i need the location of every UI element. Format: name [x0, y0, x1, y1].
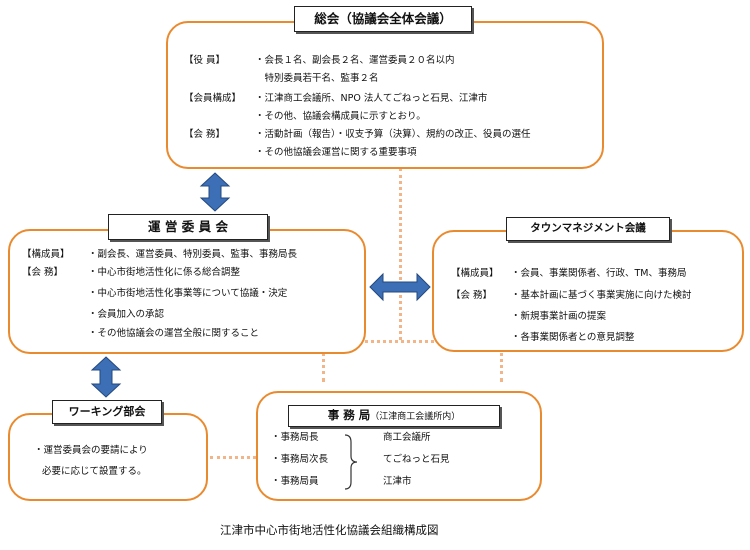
ga-text-3: ・その他、協議会構成員に示すとおり。 [255, 111, 426, 122]
tm-text-3: ・各事業関係者との意見調整 [511, 332, 635, 343]
secretariat-role-0: ・事務局長 [271, 432, 319, 443]
connector-to-steering [322, 340, 325, 382]
secretariat-org-1: てごねっと石見 [383, 454, 450, 465]
sc-label-0: 【構成員】 [22, 249, 70, 260]
secretariat-role-1: ・事務局次長 [271, 454, 329, 465]
secretariat-org-0: 商工会議所 [383, 432, 431, 443]
tm-label-0: 【構成員】 [451, 268, 499, 279]
ga-label-0: 【役 員】 [184, 55, 226, 66]
arrow-steering-tm-icon [369, 272, 431, 302]
diagram-caption: 江津市中心市街地活性化協議会組織構成図 [220, 523, 439, 537]
ga-text-4: ・活動計画（報告）・収支予算（決算）、規約の改正、役員の選任 [255, 129, 531, 140]
sc-text-2: ・中心市街地活性化事業等について協議・決定 [88, 288, 288, 299]
connector-working-to-secretariat [210, 456, 262, 459]
arrow-steering-working-icon [90, 356, 122, 398]
connector-assembly-down [399, 168, 402, 340]
connector-to-tm [500, 340, 503, 382]
working-group-box [8, 413, 208, 501]
ga-text-5: ・その他協議会運営に関する重要事項 [255, 147, 417, 158]
secretariat-brace-icon [344, 434, 358, 490]
ga-text-2: ・江津商工会議所、NPO 法人てごねっと石見、江津市 [255, 93, 488, 104]
ga-label-2: 【会員構成】 [184, 93, 242, 104]
tm-label-1: 【会 務】 [451, 290, 493, 301]
ga-text-0: ・会長１名、副会長２名、運営委員２０名以内 [255, 55, 455, 66]
secretariat-org-2: 江津市 [383, 476, 412, 487]
steering-committee-title: 運 営 委 員 会 [108, 214, 268, 240]
working-group-line1: ・運営委員会の要請により [34, 445, 148, 456]
sc-text-0: ・副会長、運営委員、特別委員、監事、事務局長 [88, 249, 298, 260]
sc-text-1: ・中心市街地活性化に係る総合調整 [88, 267, 241, 278]
steering-committee-box [8, 229, 366, 354]
tm-text-1: ・基本計画に基づく事業実施に向けた検討 [511, 290, 692, 301]
town-management-title: タウンマネジメント会議 [506, 217, 670, 241]
connector-steering-to-tm [322, 340, 502, 343]
sc-text-4: ・その他協議会の運営全般に関すること [88, 328, 260, 339]
working-group-title: ワーキング部会 [52, 400, 162, 424]
general-assembly-box [166, 21, 604, 169]
ga-label-4: 【会 務】 [184, 129, 226, 140]
arrow-assembly-steering-icon [199, 172, 231, 212]
ga-text-1: 特別委員若干名、監事２名 [255, 73, 379, 84]
working-group-line2: 必要に応じて設置する。 [42, 466, 147, 477]
secretariat-role-2: ・事務局員 [271, 476, 319, 487]
tm-text-2: ・新規事業計画の提案 [511, 311, 607, 322]
sc-label-1: 【会 務】 [22, 267, 64, 278]
sc-text-3: ・会員加入の承認 [88, 309, 165, 320]
tm-text-0: ・会員、事業関係者、行政、TM、事務局 [511, 268, 687, 279]
general-assembly-title: 総会（協議会全体会議） [294, 6, 472, 32]
secretariat-name: 事 務 局 [327, 408, 371, 422]
secretariat-subtitle: （江津商工会議所内） [370, 412, 461, 422]
secretariat-title: 事 務 局（江津商工会議所内） [288, 405, 500, 427]
